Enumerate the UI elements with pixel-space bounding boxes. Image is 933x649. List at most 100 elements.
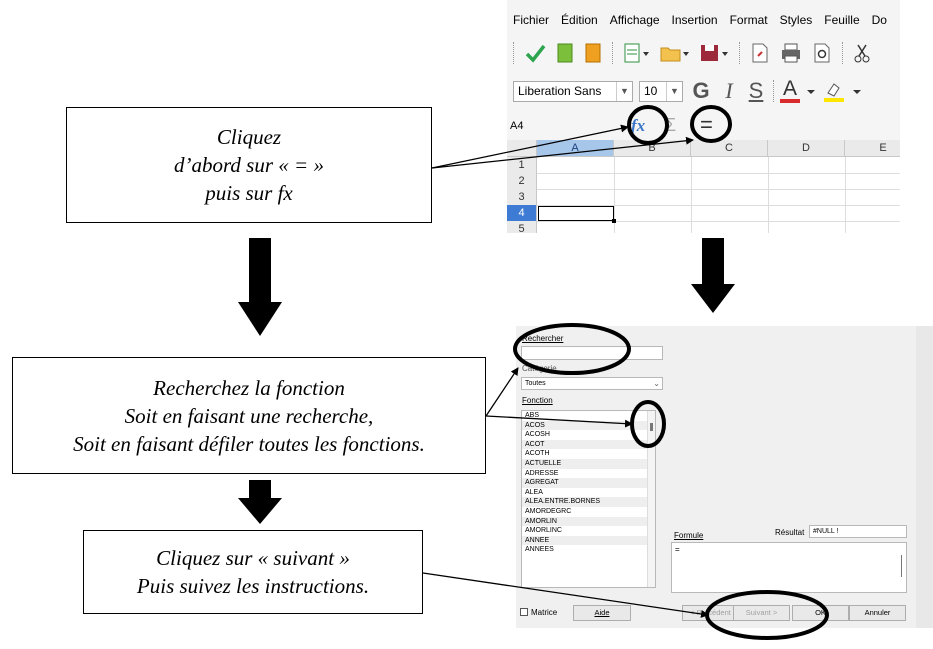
formula-label: Formule: [674, 531, 704, 540]
function-item[interactable]: ALEA: [525, 488, 543, 496]
menu-affichage[interactable]: Affichage: [609, 13, 660, 27]
function-item[interactable]: ALEA.ENTRE.BORNES: [522, 497, 655, 507]
font-size-value: 10: [644, 84, 658, 98]
standard-toolbar: [507, 38, 900, 68]
menu-bar: Fichier Édition Affichage Insertion Form…: [507, 0, 900, 40]
grid-row: [537, 205, 900, 222]
category-select[interactable]: Toutes ⌄: [521, 377, 663, 390]
italic-button[interactable]: I: [725, 78, 733, 103]
corner-cell[interactable]: [507, 140, 537, 157]
function-item[interactable]: AGREGAT: [522, 478, 655, 488]
column-header-d[interactable]: D: [768, 140, 845, 157]
grid-row: [537, 173, 900, 190]
grid-column-line: [614, 157, 615, 233]
menu-fichier[interactable]: Fichier: [513, 13, 550, 27]
function-item[interactable]: ANNEE: [522, 535, 655, 546]
instruction-box-step3: Cliquez sur « suivant » Puis suivez les …: [83, 530, 423, 614]
open-folder-icon[interactable]: [659, 42, 689, 64]
column-header-e[interactable]: E: [845, 140, 900, 157]
function-list-scrollbar[interactable]: [647, 411, 655, 587]
function-item[interactable]: ACTUELLE: [522, 458, 655, 469]
instruction-box-step2: Recherchez la fonction Soit en faisant u…: [12, 357, 486, 474]
search-input[interactable]: [521, 346, 663, 360]
formatting-toolbar: Liberation Sans ▼ 10 ▼ G I S A: [507, 76, 900, 106]
formula-button[interactable]: =: [700, 112, 713, 137]
toolbar-separator: [773, 80, 774, 102]
underline-button[interactable]: S: [748, 78, 764, 103]
save-icon[interactable]: [699, 42, 729, 64]
background-strip: [916, 326, 933, 628]
chevron-down-icon: ▼: [666, 81, 682, 101]
selected-cell-a4[interactable]: [538, 206, 616, 223]
function-item[interactable]: ABS: [525, 412, 540, 419]
menu-insertion[interactable]: Insertion: [671, 13, 718, 27]
new-spreadsheet-icon[interactable]: [623, 42, 649, 64]
function-item[interactable]: AMORDEGRC: [525, 507, 572, 515]
menu-edition[interactable]: Édition: [561, 13, 598, 27]
toolbar-separator: [739, 42, 740, 64]
function-item[interactable]: ACOSH: [525, 431, 550, 439]
sum-button[interactable]: Σ: [665, 115, 677, 135]
orange-book-icon[interactable]: [584, 42, 602, 64]
function-item[interactable]: ADRESSE: [525, 469, 559, 477]
next-button[interactable]: Suivant >: [733, 605, 790, 621]
down-arrow-step2-to-step3: [238, 480, 282, 524]
row-header-5[interactable]: 5: [507, 221, 537, 233]
print-preview-icon[interactable]: [812, 42, 832, 64]
menu-styles[interactable]: Styles: [779, 13, 813, 27]
font-size-select[interactable]: 10 ▼: [639, 80, 683, 102]
toolbar-separator: [612, 42, 613, 64]
row-header-1[interactable]: 1: [507, 157, 537, 174]
bold-button[interactable]: G: [692, 78, 710, 103]
instruction-line: Cliquez sur « suivant »: [156, 546, 350, 570]
chevron-down-icon[interactable]: [806, 80, 816, 102]
scrollbar-thumb[interactable]: [650, 423, 653, 431]
result-label: Résultat: [775, 528, 805, 537]
array-checkbox[interactable]: [520, 608, 528, 616]
ok-button[interactable]: OK: [792, 605, 849, 621]
name-box[interactable]: A4: [510, 120, 524, 132]
cut-icon[interactable]: [853, 42, 871, 64]
formula-bar: A4 fx Σ =: [507, 112, 900, 140]
function-item[interactable]: ACOTH: [525, 450, 550, 458]
grid-column-line: [691, 157, 692, 233]
function-item[interactable]: ANNEES: [525, 546, 554, 554]
menu-donnees[interactable]: Do: [871, 13, 887, 27]
help-button[interactable]: Aide: [573, 605, 631, 621]
function-item[interactable]: ACOT: [522, 439, 655, 450]
check-icon[interactable]: [524, 42, 546, 64]
grid-row: [537, 189, 900, 206]
row-header-4[interactable]: 4: [507, 205, 537, 222]
export-pdf-icon[interactable]: [750, 42, 770, 64]
column-header-b[interactable]: B: [614, 140, 691, 157]
function-item[interactable]: AMORLIN: [522, 516, 655, 527]
green-book-icon[interactable]: [556, 42, 574, 64]
font-color-button[interactable]: A: [780, 78, 800, 103]
formula-textarea[interactable]: =: [671, 542, 907, 593]
down-arrow-calc-to-wizard: [691, 238, 735, 313]
formula-scrollbar[interactable]: [901, 555, 902, 577]
pointer-arrow: [485, 367, 519, 417]
function-item[interactable]: ACOS: [522, 420, 655, 431]
grid-column-line: [768, 157, 769, 233]
highlight-icon[interactable]: [822, 79, 846, 103]
instruction-box-step1: Cliquez d’abord sur « = » puis sur fx: [66, 107, 432, 223]
print-icon[interactable]: [780, 42, 802, 64]
function-list[interactable]: ABS ACOS ACOSH ACOT ACOTH ACTUELLE ADRES…: [521, 410, 656, 588]
row-header-3[interactable]: 3: [507, 189, 537, 206]
column-header-c[interactable]: C: [691, 140, 768, 157]
spreadsheet-grid[interactable]: A B C D E 1 2 3 4 5: [507, 140, 900, 233]
function-wizard-button[interactable]: fx: [631, 116, 646, 135]
column-header-a[interactable]: A: [537, 140, 614, 157]
font-name-select[interactable]: Liberation Sans ▼: [513, 80, 633, 102]
cancel-button[interactable]: Annuler: [849, 605, 906, 621]
menu-format[interactable]: Format: [729, 13, 768, 27]
menu-feuille[interactable]: Feuille: [824, 13, 860, 27]
row-header-2[interactable]: 2: [507, 173, 537, 190]
back-button[interactable]: < Précédent: [682, 605, 739, 621]
chevron-down-icon[interactable]: [852, 80, 862, 102]
instruction-line: Recherchez la fonction: [153, 375, 345, 400]
category-label: Catégorie: [522, 364, 557, 373]
function-item[interactable]: AMORLINC: [525, 527, 562, 535]
toolbar-separator: [842, 42, 843, 64]
